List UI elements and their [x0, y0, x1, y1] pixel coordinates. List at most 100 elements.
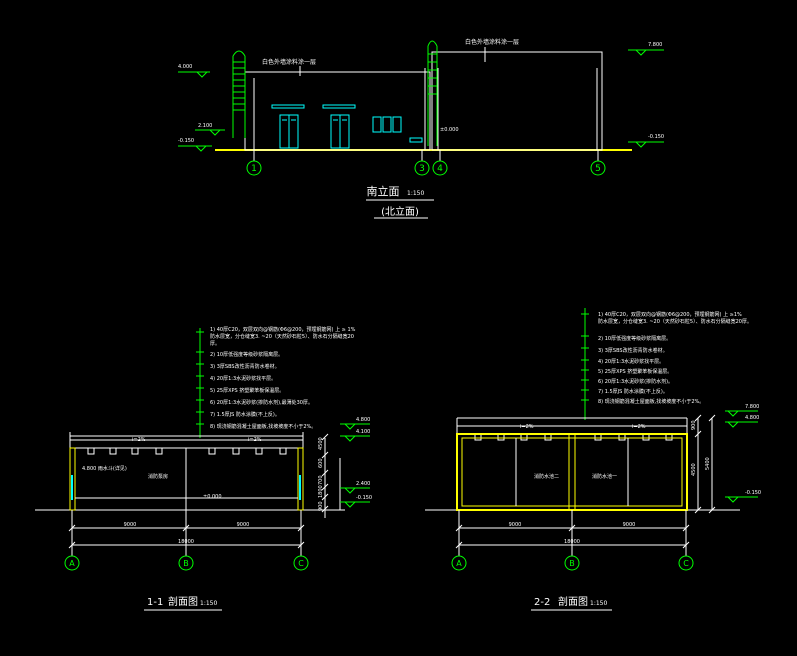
- section-1-1: 1) 40厚C20，双层双向@钢筋(Φ6@200，预埋钢筋网) 上 ≥ 1% 防…: [35, 326, 372, 611]
- axis-label: 3: [419, 164, 425, 174]
- axis-label: C: [683, 559, 689, 568]
- tank-inner: [461, 437, 683, 507]
- axis-label: 5: [595, 164, 601, 174]
- level: 7.800: [745, 404, 759, 410]
- slope-label: i=2%: [632, 424, 646, 430]
- axis-bubble: [414, 160, 430, 176]
- south-elevation: 白色外墙涂料涂一层 白色外墙涂料涂一层 4.000 2.100 -0.150 7…: [178, 38, 664, 219]
- level: 4.800: [745, 415, 759, 421]
- note-line: 防水层宽，分仓缝宽3. ~20（天然砂石粒5）、防水石分隔缝宽20厚。: [598, 318, 752, 325]
- section2-title-scale: 1:150: [590, 600, 607, 607]
- slope-label: i=2%: [248, 437, 262, 443]
- note-line: 7) 1.5厚JS 防水涂膜(不上反)。: [598, 388, 668, 395]
- note-line: 4) 20厚1:3水泥砂浆找平层。: [598, 358, 664, 365]
- level-marker: [340, 501, 370, 508]
- note-line: 8) 现浇钢筋混凝土屋面板,找坡坡度不小于2%。: [598, 398, 704, 405]
- elevation-subtitle: (北立面): [381, 205, 419, 218]
- note-line: 防水层宽，分仓缝宽3. ~20（天然砂石粒5）、防水石分隔缝宽20: [210, 333, 354, 340]
- axis-bubbles-section2: A B C: [451, 510, 694, 571]
- level-marker: [178, 145, 212, 152]
- note-line: 5) 25厚XPS 挤塑聚苯板保温层。: [210, 387, 284, 394]
- axis-label: A: [69, 559, 75, 568]
- axis-bubble: [64, 555, 80, 571]
- section-2-2: 1) 40厚C20，双层双向@钢筋(Φ6@200，预埋钢筋网) 上 ≥1% 防水…: [425, 308, 761, 611]
- ladder-left: [232, 50, 246, 138]
- vdim: 900: [318, 501, 324, 511]
- axis-bubble: [293, 555, 309, 571]
- axis-bubble: [590, 160, 606, 176]
- canopy: [271, 104, 305, 109]
- vdim: 4500: [318, 437, 324, 450]
- level-marker: [340, 487, 370, 494]
- level-marker: [725, 421, 758, 428]
- room-name-right: 消防水池一: [592, 473, 617, 480]
- note-line: 1) 40厚C20，双层双向@钢筋(Φ6@200，预埋钢筋网) 上 ≥ 1%: [210, 326, 356, 333]
- hdim: 9000: [623, 522, 636, 528]
- hdim: 9000: [237, 522, 250, 528]
- slope-label: i=2%: [520, 424, 534, 430]
- elevation-title-scale: 1:150: [407, 190, 424, 197]
- vdim: 700: [318, 475, 324, 485]
- level-marker: [725, 496, 758, 503]
- elevation-note-right: 白色外墙涂料涂一层: [465, 38, 519, 46]
- level-right-ground: -0.150: [648, 134, 664, 140]
- note-line: 7) 1.5厚JS 防水涂膜(不上反)。: [210, 411, 280, 418]
- axis-label: B: [183, 559, 189, 568]
- door-1: [279, 114, 299, 149]
- note-line: 5) 25厚XPS 挤塑聚苯板保温层。: [598, 368, 672, 375]
- tall-building-outline: [431, 51, 603, 151]
- axis-bubble: [451, 555, 467, 571]
- axis-label: A: [456, 559, 462, 568]
- door-2: [330, 114, 350, 149]
- hdim: 9000: [509, 522, 522, 528]
- room-name-left: 消防水池二: [534, 473, 559, 480]
- level-marker: [195, 129, 225, 136]
- axis-bubble: [178, 555, 194, 571]
- axis-label: 4: [437, 164, 443, 174]
- section1-title-text: 剖面图: [168, 595, 198, 608]
- canopy: [322, 104, 356, 109]
- vdim: 900: [691, 420, 697, 430]
- note-line: 6) 20厚1:3水泥砂浆(掺防水剂),最薄处30厚。: [210, 399, 313, 406]
- level: -0.150: [356, 495, 372, 501]
- note-line: 2) 10厚低强度等级砂浆隔离层。: [598, 335, 671, 342]
- note-line: 厚。: [210, 341, 220, 347]
- louver: [409, 137, 423, 143]
- level-marker: [178, 71, 210, 78]
- note-ticks: [196, 331, 204, 425]
- level-left-top: 4.000: [178, 64, 192, 70]
- section2-title-number: 2-2: [534, 597, 550, 608]
- vdim-ticks: [694, 414, 716, 514]
- vdim: 5400: [705, 457, 711, 470]
- slope-label: i=2%: [132, 437, 146, 443]
- elevation-note-left: 白色外墙涂料涂一层: [262, 58, 316, 66]
- vdim: 4500: [691, 463, 697, 476]
- level-marker: [628, 49, 664, 56]
- axis-bubble: [432, 160, 448, 176]
- level-marker: [340, 423, 370, 430]
- section1-title-number: 1-1: [147, 597, 163, 608]
- roof-beams: [87, 447, 287, 455]
- room-name: 消防泵房: [148, 473, 168, 480]
- axis-bubbles-elevation: 1 3 4 5: [246, 150, 606, 176]
- ladder-right: [427, 40, 438, 146]
- level-right-top: 7.800: [648, 42, 662, 48]
- level: 4.800: [356, 417, 370, 423]
- level-left-mid: 2.100: [198, 123, 212, 129]
- elevation-title: 南立面: [367, 184, 400, 198]
- level-floor: ±0.000: [203, 494, 222, 500]
- note-line: 1) 40厚C20，双层双向@钢筋(Φ6@200，预埋钢筋网) 上 ≥1%: [598, 311, 742, 318]
- section1-notes: 1) 40厚C20，双层双向@钢筋(Φ6@200，预埋钢筋网) 上 ≥ 1% 防…: [210, 326, 356, 430]
- axis-label: B: [569, 559, 575, 568]
- section2-notes: 1) 40厚C20，双层双向@钢筋(Φ6@200，预埋钢筋网) 上 ≥1% 防水…: [598, 311, 752, 405]
- level: 4.100: [356, 429, 370, 435]
- vdim: 1800: [318, 485, 324, 498]
- axis-bubble: [564, 555, 580, 571]
- axis-bubble: [246, 160, 262, 176]
- axis-bubbles-section1: A B C: [64, 510, 309, 571]
- level-mid: ±0.000: [440, 127, 459, 133]
- note-line: 4) 20厚1:3水泥砂浆找平层。: [210, 375, 276, 382]
- hdim: 9000: [124, 522, 137, 528]
- level-marker: [628, 141, 664, 148]
